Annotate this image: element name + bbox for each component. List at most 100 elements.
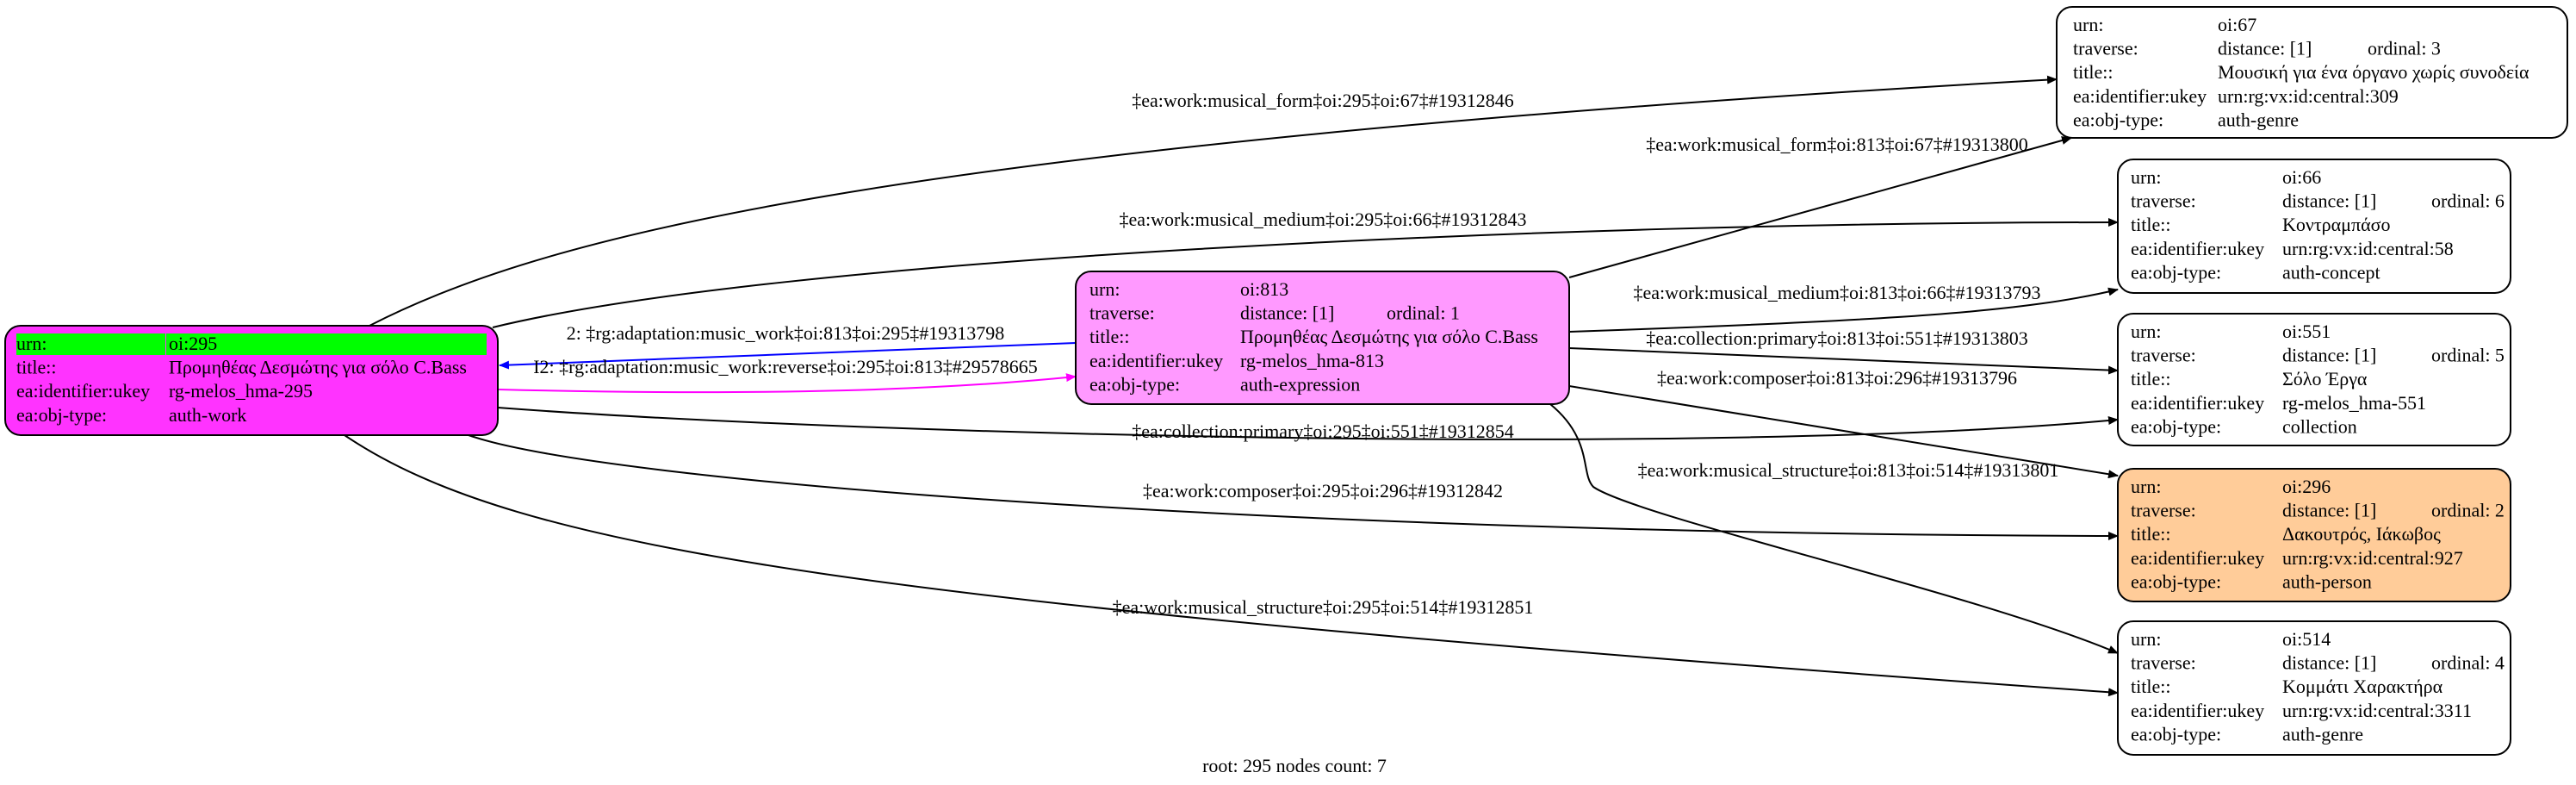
edge-813-514[interactable] bbox=[1549, 403, 2119, 654]
node-box bbox=[2117, 313, 2511, 446]
field-value-title: Σόλο Έργα bbox=[2282, 368, 2368, 389]
field-label-ukey: ea:identifier:ukey bbox=[2131, 238, 2264, 259]
field-label-traverse: traverse: bbox=[2131, 190, 2196, 212]
field-label-title: title:: bbox=[2131, 368, 2170, 389]
field-value-urn: oi:295 bbox=[169, 333, 217, 354]
field-label-traverse: traverse: bbox=[1089, 302, 1155, 324]
edge-label-295-514: ‡ea:work:musical_structure‡oi:295‡oi:514… bbox=[1113, 596, 1534, 618]
field-label-obj_type: ea:obj-type: bbox=[2131, 723, 2221, 745]
field-value-urn: oi:67 bbox=[2218, 14, 2256, 35]
node-box bbox=[2056, 6, 2568, 139]
field-label-urn: urn: bbox=[2131, 628, 2161, 650]
node-box bbox=[2117, 468, 2511, 602]
field-label-urn: urn: bbox=[2073, 14, 2103, 35]
node-296[interactable]: urn: oi:296 traverse: distance: [1] ordinal:… bbox=[2117, 468, 2511, 602]
field-label-obj_type: ea:obj-type: bbox=[16, 404, 107, 426]
edge-295-67[interactable] bbox=[369, 75, 2058, 327]
traverse-distance: distance: [1] bbox=[2282, 652, 2376, 674]
field-label-obj_type: ea:obj-type: bbox=[2131, 570, 2221, 592]
field-value-urn: oi:66 bbox=[2282, 166, 2321, 188]
traverse-ordinal: ordinal: 1 bbox=[1387, 302, 1460, 324]
field-label-title: title:: bbox=[2131, 214, 2170, 235]
field-label-ukey: ea:identifier:ukey bbox=[2131, 547, 2264, 569]
field-value-urn: oi:296 bbox=[2282, 476, 2331, 497]
traverse-ordinal: ordinal: 2 bbox=[2431, 500, 2505, 521]
edge-813-295[interactable] bbox=[499, 342, 1077, 370]
field-label-title: title:: bbox=[16, 357, 56, 378]
traverse-ordinal: ordinal: 3 bbox=[2368, 38, 2441, 59]
field-value-ukey: urn:rg:vx:id:central:58 bbox=[2282, 238, 2454, 259]
edge-label-813-551: ‡ea:collection:primary‡oi:813‡oi:551‡#19… bbox=[1646, 327, 2028, 349]
node-66[interactable]: urn: oi:66 traverse: distance: [1] ordinal: … bbox=[2117, 159, 2511, 294]
traverse-distance: distance: [1] bbox=[2282, 345, 2376, 366]
field-label-obj_type: ea:obj-type: bbox=[1089, 373, 1180, 395]
field-label-ukey: ea:identifier:ukey bbox=[2131, 392, 2264, 414]
urn-highlight-value bbox=[166, 333, 487, 355]
field-label-traverse: traverse: bbox=[2073, 38, 2138, 59]
field-label-obj_type: ea:obj-type: bbox=[2131, 261, 2221, 283]
field-label-traverse: traverse: bbox=[2131, 345, 2196, 366]
traverse-distance: distance: [1] bbox=[2282, 190, 2376, 212]
field-value-title: Προμηθέας Δεσμώτης για σόλο C.Bass bbox=[169, 357, 467, 378]
field-value-title: Προμηθέας Δεσμώτης για σόλο C.Bass bbox=[1240, 326, 1538, 347]
edge-295-551[interactable] bbox=[497, 407, 2119, 440]
node-box bbox=[2117, 159, 2511, 294]
edge-label-813-514: ‡ea:work:musical_structure‡oi:813‡oi:514… bbox=[1638, 459, 2059, 481]
field-value-urn: oi:813 bbox=[1240, 278, 1288, 300]
edge-813-551[interactable] bbox=[1568, 347, 2119, 375]
field-value-urn: oi:514 bbox=[2282, 628, 2331, 650]
field-value-ukey: urn:rg:vx:id:central:927 bbox=[2282, 547, 2463, 569]
edge-813-66[interactable] bbox=[1568, 287, 2119, 333]
traverse-ordinal: ordinal: 4 bbox=[2431, 652, 2505, 674]
field-label-ukey: ea:identifier:ukey bbox=[2073, 85, 2207, 107]
traverse-distance: distance: [1] bbox=[1240, 302, 1334, 324]
edge-295-514[interactable] bbox=[344, 434, 2119, 697]
node-box bbox=[1075, 271, 1570, 405]
edge-295-813[interactable] bbox=[497, 373, 1077, 394]
traverse-ordinal: ordinal: 6 bbox=[2431, 190, 2505, 212]
edge-813-296[interactable] bbox=[1568, 385, 2119, 479]
field-value-title: Κοντραμπάσο bbox=[2282, 214, 2390, 235]
field-label-obj_type: ea:obj-type: bbox=[2073, 109, 2163, 130]
field-value-title: Μουσική για ένα όργανο χωρίς συνοδεία bbox=[2218, 61, 2529, 83]
edge-295-296[interactable] bbox=[468, 434, 2119, 540]
field-label-urn: urn: bbox=[16, 333, 47, 354]
edge-813-67[interactable] bbox=[1568, 136, 2072, 278]
edge-295-66[interactable] bbox=[492, 218, 2119, 328]
field-value-urn: oi:551 bbox=[2282, 321, 2331, 342]
field-value-obj_type: auth-expression bbox=[1240, 373, 1360, 395]
field-value-obj_type: auth-genre bbox=[2282, 723, 2363, 745]
field-value-obj_type: collection bbox=[2282, 415, 2357, 437]
graph-footer: root: 295 nodes count: 7 bbox=[1202, 755, 1387, 776]
field-label-traverse: traverse: bbox=[2131, 500, 2196, 521]
field-label-urn: urn: bbox=[2131, 476, 2161, 497]
edge-label-295-551: ‡ea:collection:primary‡oi:295‡oi:551‡#19… bbox=[1132, 421, 1514, 442]
edge-label-295-67: ‡ea:work:musical_form‡oi:295‡oi:67‡#1931… bbox=[1132, 90, 1514, 111]
traverse-distance: distance: [1] bbox=[2282, 500, 2376, 521]
field-label-urn: urn: bbox=[2131, 321, 2161, 342]
edge-label-295-296: ‡ea:work:composer‡oi:295‡oi:296‡#1931284… bbox=[1143, 480, 1503, 502]
field-value-obj_type: auth-genre bbox=[2218, 109, 2299, 130]
field-value-obj_type: auth-work bbox=[169, 404, 246, 426]
field-value-ukey: urn:rg:vx:id:central:309 bbox=[2218, 85, 2399, 107]
edges-layer: ‡ea:work:musical_form‡oi:295‡oi:67‡#1931… bbox=[344, 75, 2119, 697]
field-label-ukey: ea:identifier:ukey bbox=[2131, 700, 2264, 721]
edge-label-813-67: ‡ea:work:musical_form‡oi:813‡oi:67‡#1931… bbox=[1646, 134, 2028, 155]
edge-label-813-66: ‡ea:work:musical_medium‡oi:813‡oi:66‡#19… bbox=[1634, 282, 2041, 303]
field-value-ukey: urn:rg:vx:id:central:3311 bbox=[2282, 700, 2472, 721]
field-value-title: Δακουτρός, Ιάκωβος bbox=[2282, 523, 2441, 545]
edge-label-295-813: I2: ‡rg:adaptation:music_work:reverse‡oi… bbox=[533, 356, 1038, 377]
field-value-ukey: rg-melos_hma-813 bbox=[1240, 350, 1384, 371]
edge-label-813-295: 2: ‡rg:adaptation:music_work‡oi:813‡oi:2… bbox=[567, 322, 1005, 344]
field-label-ukey: ea:identifier:ukey bbox=[16, 380, 150, 402]
field-label-title: title:: bbox=[2131, 523, 2170, 545]
field-label-urn: urn: bbox=[2131, 166, 2161, 188]
field-label-title: title:: bbox=[2131, 676, 2170, 697]
